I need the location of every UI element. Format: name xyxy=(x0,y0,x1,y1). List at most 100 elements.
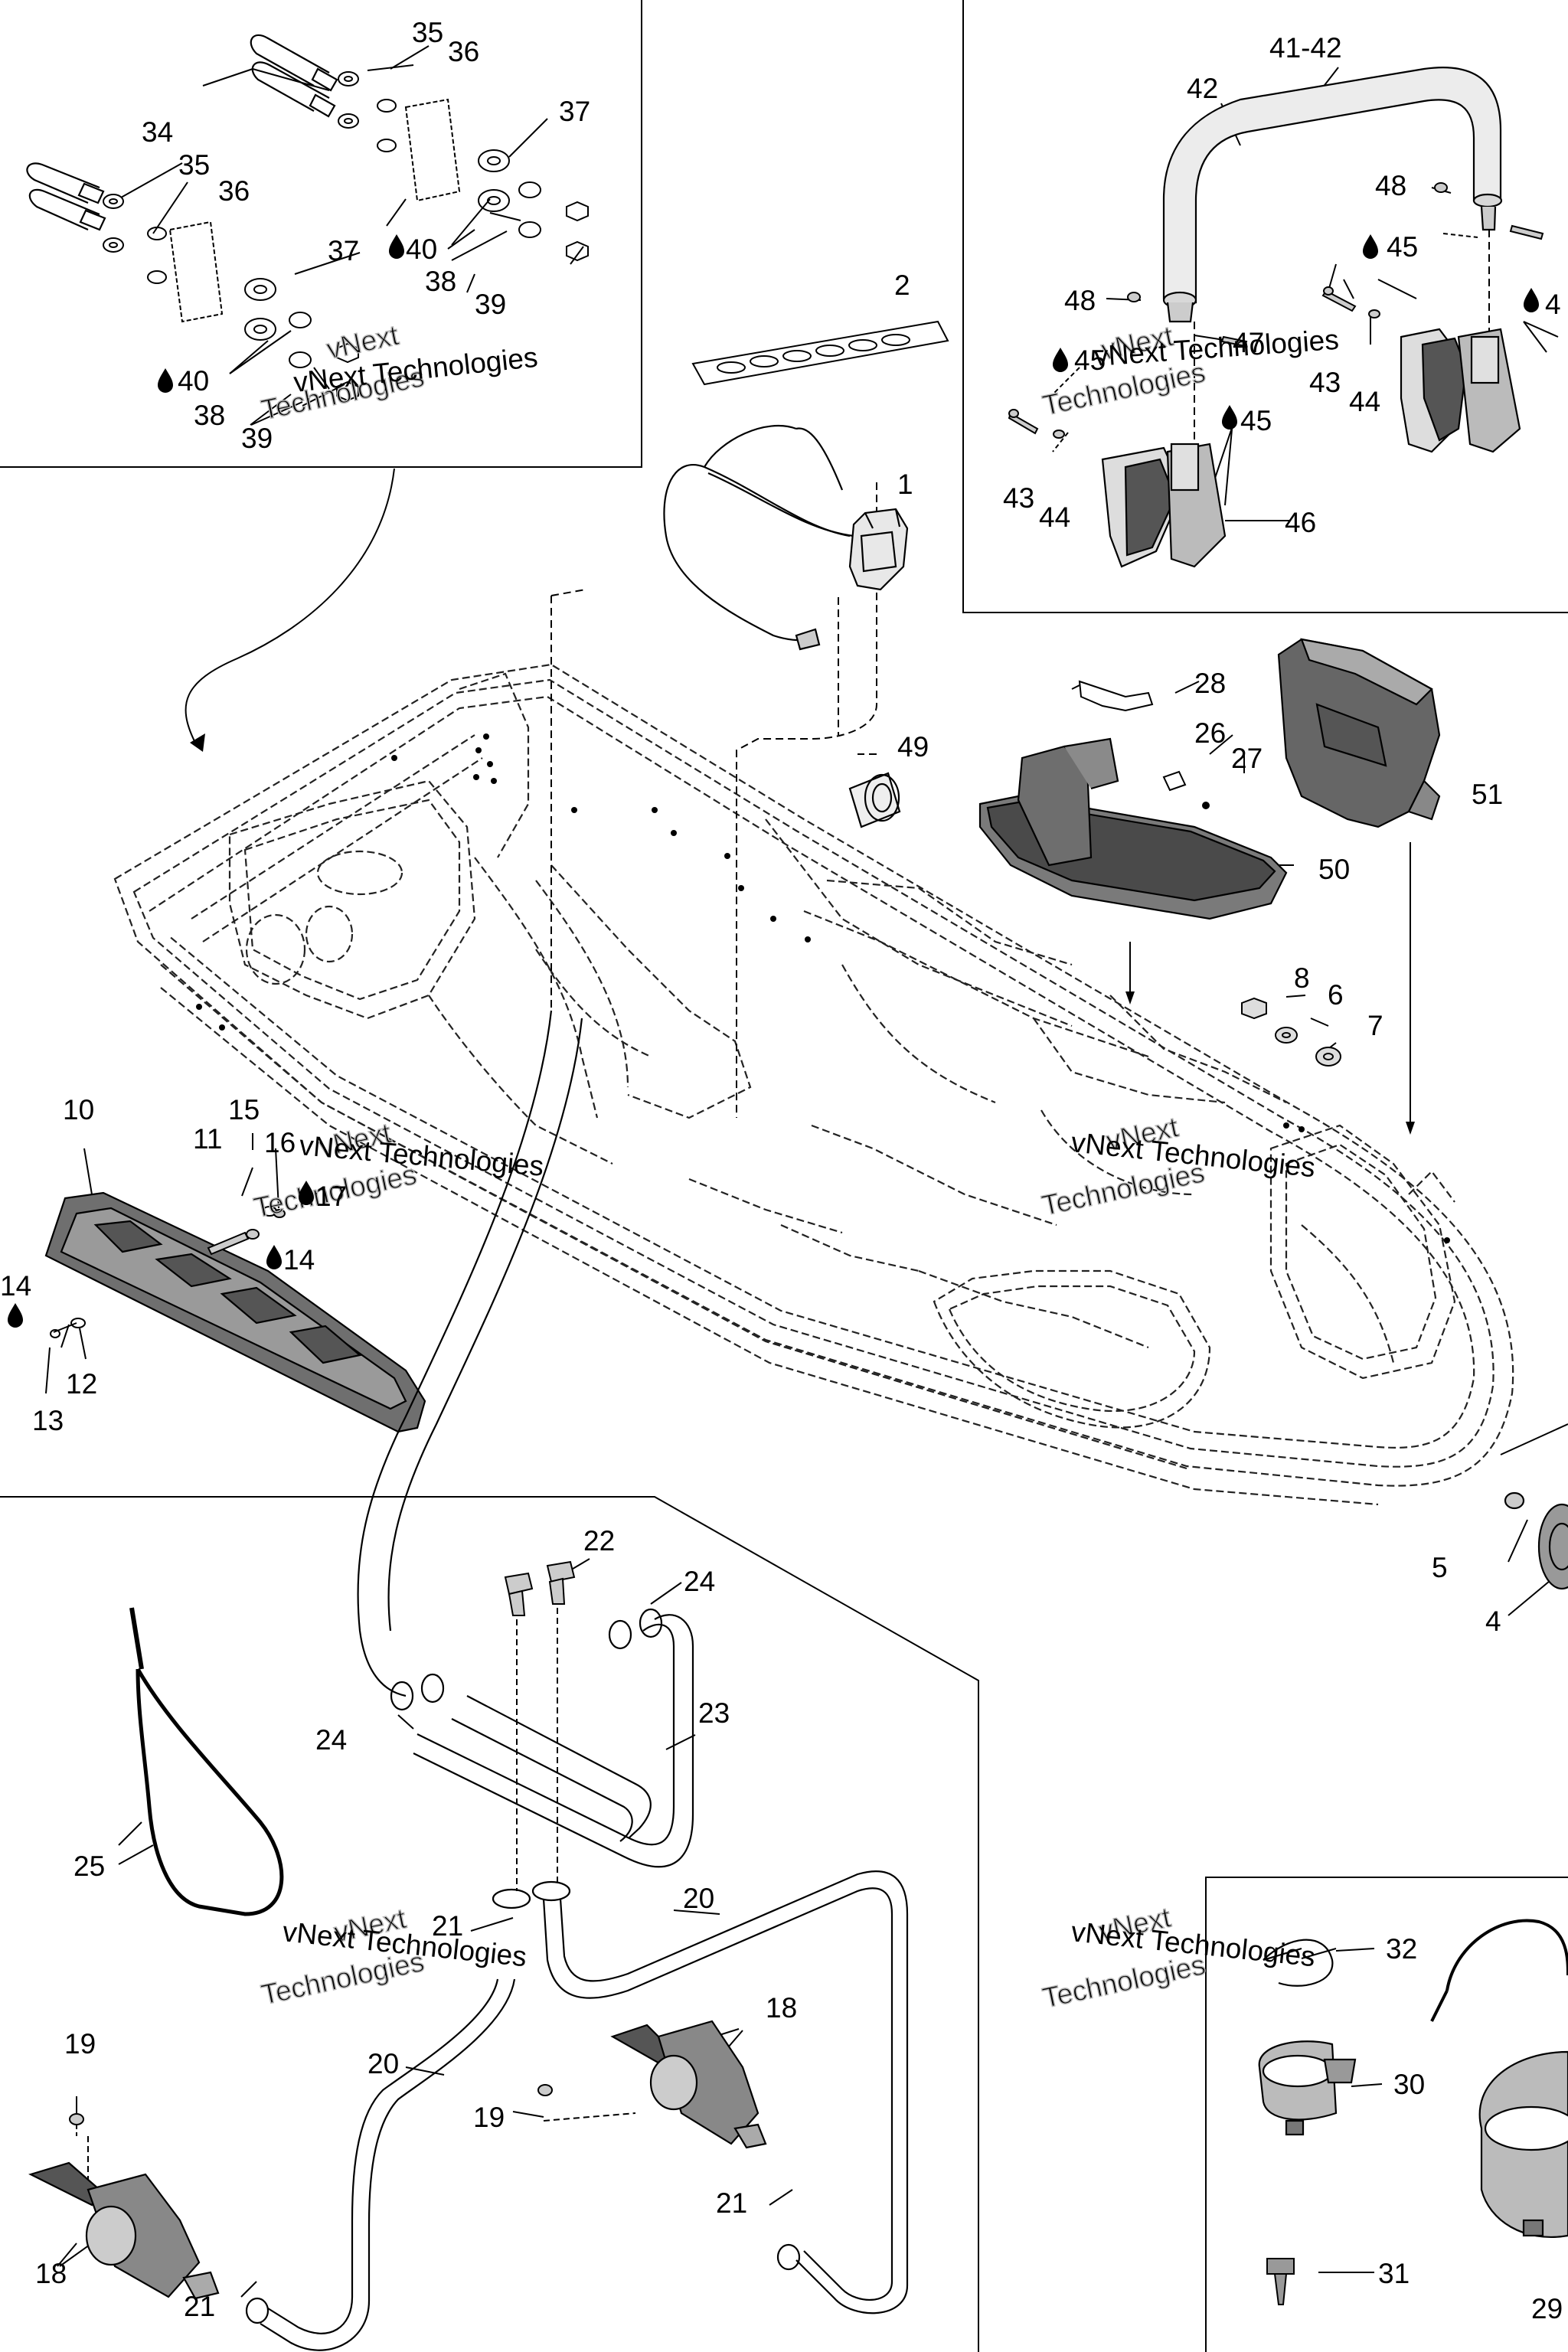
callout-label: 36 xyxy=(448,36,479,67)
hose-dashed-links xyxy=(516,1608,558,1891)
hull-outline xyxy=(113,663,1514,1506)
washers-and-nuts-top-left xyxy=(103,71,589,402)
step-hardware xyxy=(50,1206,286,1338)
callout-label: 37 xyxy=(328,235,359,266)
callout-label: 20 xyxy=(368,2048,399,2079)
drain-plug-assembly xyxy=(1504,1491,1568,1590)
callout-label: 17 xyxy=(315,1181,347,1212)
callout-label: 39 xyxy=(241,423,273,454)
callout-label: 27 xyxy=(1231,743,1263,774)
callout-label: 28 xyxy=(1194,668,1226,699)
callout-label: 35 xyxy=(178,149,210,181)
rubber-bushing xyxy=(848,772,901,828)
hoses xyxy=(260,1010,909,2351)
storage-tray xyxy=(978,737,1288,920)
callout-label: 24 xyxy=(315,1724,347,1756)
decal-strip xyxy=(691,320,949,386)
callout-label: 19 xyxy=(64,2028,96,2060)
callout-label: 49 xyxy=(897,731,929,763)
callout-label: 20 xyxy=(683,1883,714,1914)
callout-label: 21 xyxy=(184,2291,215,2322)
drop-icon xyxy=(8,1303,23,1328)
callout-label: 21 xyxy=(432,1910,463,1942)
callout-label: 48 xyxy=(1375,170,1406,201)
hose-clamps xyxy=(245,1608,801,2324)
callout-label: 12 xyxy=(66,1368,97,1400)
callout-label: 51 xyxy=(1472,779,1503,810)
bilge-pickup-left xyxy=(28,2161,220,2300)
callout-label: 15 xyxy=(228,1094,260,1125)
callout-label: 46 xyxy=(1285,507,1316,538)
callout-label: 7 xyxy=(1367,1010,1383,1041)
callout-label: 2 xyxy=(894,270,910,301)
callout-label: 25 xyxy=(74,1851,105,1882)
callout-label: 45 xyxy=(1240,405,1272,436)
callout-label: 47 xyxy=(1233,327,1264,358)
handle-brackets xyxy=(1101,328,1521,568)
clip-32 xyxy=(1263,1939,1334,1987)
callout-label: 38 xyxy=(194,400,225,431)
callout-label: 5 xyxy=(1432,1552,1448,1583)
drop-icon xyxy=(389,234,404,259)
callout-label: 44 xyxy=(1349,386,1380,417)
cable-tie-29-top xyxy=(1430,1919,1568,2022)
callout-label: 43 xyxy=(1309,367,1341,398)
callout-label: 30 xyxy=(1393,2069,1425,2100)
callout-label: 50 xyxy=(1318,854,1350,885)
callout-label: 45 xyxy=(1387,231,1418,263)
y-fittings xyxy=(504,1560,576,1616)
callout-label: 22 xyxy=(583,1525,615,1557)
watermark-text: vNext xyxy=(332,1903,410,1949)
callout-label: 19 xyxy=(473,2102,505,2133)
hardware-6-7-8 xyxy=(1241,997,1341,1067)
callout-label: 1 xyxy=(897,469,913,500)
callout-label: 37 xyxy=(559,96,590,127)
drop-icon xyxy=(1222,405,1237,430)
drop-icon xyxy=(1524,288,1539,312)
callout-label: 40 xyxy=(406,234,437,265)
callout-label: 13 xyxy=(32,1405,64,1436)
grab-handle xyxy=(1162,67,1503,323)
callout-label: 14 xyxy=(0,1270,31,1302)
drop-icon xyxy=(158,368,173,393)
backing-plates xyxy=(168,98,461,323)
glove-box-bin xyxy=(1277,638,1441,828)
callout-label: 45 xyxy=(1074,345,1106,376)
callout-label: 42 xyxy=(1187,73,1218,104)
hull-fastener-dots xyxy=(196,733,1450,1243)
handle-screws xyxy=(1008,182,1544,439)
drop-icon xyxy=(1053,348,1068,372)
callout-label: 21 xyxy=(716,2187,747,2219)
callout-label: 48 xyxy=(1064,285,1096,316)
cable-tie-large xyxy=(129,1607,284,1916)
bilge-pickup-right xyxy=(610,2020,767,2149)
screws-19 xyxy=(69,2084,553,2125)
callout-label: 18 xyxy=(35,2258,67,2289)
callout-label: 44 xyxy=(1039,501,1070,533)
callout-label: 4 xyxy=(1545,289,1561,320)
callout-label: 16 xyxy=(264,1127,296,1158)
switch-with-wiring xyxy=(663,425,909,651)
callout-label: 26 xyxy=(1194,717,1226,749)
callout-label: 39 xyxy=(475,289,506,320)
callout-label: 8 xyxy=(1294,962,1310,994)
callout-label: 35 xyxy=(412,17,443,48)
watermark-text: vNext xyxy=(1103,1111,1181,1157)
callout-label: 36 xyxy=(218,175,250,207)
callout-label: 34 xyxy=(142,116,173,148)
boarding-step xyxy=(44,1191,426,1433)
callout-label: 4 xyxy=(1485,1606,1501,1637)
callout-label: 38 xyxy=(425,266,456,297)
callout-label: 41-42 xyxy=(1269,32,1342,64)
callout-label: 6 xyxy=(1328,979,1344,1011)
clamp-30 xyxy=(1258,2040,1357,2136)
callout-label: 11 xyxy=(193,1123,222,1155)
clamp-29-large xyxy=(1478,2050,1568,2238)
drop-icon xyxy=(266,1245,282,1269)
arrow-heads xyxy=(190,733,1415,1135)
screw-31 xyxy=(1266,2258,1295,2305)
callout-label: 43 xyxy=(1003,482,1034,514)
watermarks: vNext Technologies vNext Technologies vN… xyxy=(250,318,1340,2014)
